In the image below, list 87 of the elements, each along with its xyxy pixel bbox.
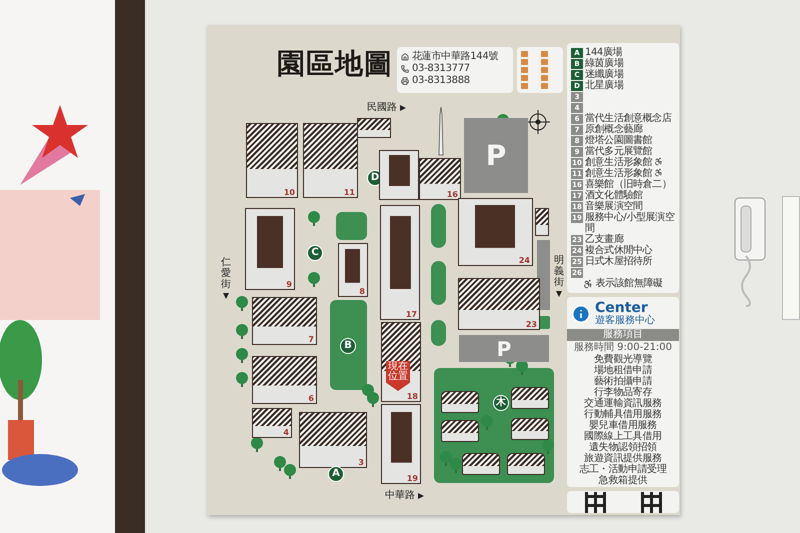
place-name: 喜樂館（旧時倉二）	[585, 179, 672, 190]
service-item: 國際線上工具借用	[583, 431, 663, 442]
pavilion	[462, 453, 500, 475]
building-number: 10	[282, 188, 296, 197]
service-item: 志工・活動申請受理	[578, 464, 668, 475]
area-marker: C	[307, 245, 323, 261]
building	[535, 208, 549, 236]
street-name: 中華路	[385, 490, 415, 501]
building	[458, 278, 540, 330]
service-item: 行動輔具借用服務	[583, 409, 663, 420]
place-name: 迷纖廣場	[585, 69, 624, 80]
building	[380, 205, 420, 320]
service-item: 遺失物認領招領	[589, 442, 658, 453]
building	[381, 404, 421, 484]
contact-card	[397, 47, 513, 93]
place-name: 酒文化體驗館	[585, 190, 643, 201]
pavilion	[441, 391, 479, 413]
service-item: 場地租借申請	[592, 365, 654, 376]
service-hours: 服務時間 9:00-21:00	[572, 342, 674, 354]
service-item: 嬰兒車借用服務	[588, 420, 658, 431]
building-number: 18	[406, 392, 419, 401]
building	[299, 412, 367, 468]
info-center-card	[567, 297, 679, 487]
center-title: Center	[595, 301, 648, 315]
building	[303, 123, 358, 198]
pavilion	[511, 418, 549, 440]
service-item: 交通運輸資訊服務	[583, 398, 663, 409]
contact-text: 03-8313777	[412, 63, 470, 75]
place-name: 複合式休閒中心	[585, 245, 652, 256]
building	[458, 198, 533, 266]
building-number: 19	[406, 474, 419, 483]
building-number: 3	[357, 458, 365, 467]
building	[379, 150, 419, 200]
legend-note: 表示該館無障礙	[595, 278, 663, 289]
contact-text: 03-8313888	[412, 75, 470, 87]
street-name: 仁愛街	[221, 257, 231, 290]
building	[245, 208, 295, 290]
section-header: 服務項目	[567, 329, 679, 341]
place-name: 北星廣場	[585, 80, 624, 91]
place-name: 服務中心/小型展演空間	[585, 212, 675, 234]
street-name: 民國路	[367, 102, 397, 113]
building-number: 24	[518, 256, 531, 265]
pavilion	[511, 387, 549, 409]
map-title: 園區地圖	[277, 46, 393, 82]
service-item: 急救箱提供	[598, 475, 648, 486]
pavilion	[507, 453, 545, 475]
building-number: 17	[404, 310, 418, 319]
place-name: 144廣場	[585, 47, 622, 58]
contact-text: 花蓮市中華路144號	[412, 51, 498, 63]
parking-lot: P	[464, 118, 528, 193]
service-item: 免費觀光導覽	[592, 354, 654, 365]
building-number: 8	[358, 287, 366, 296]
legend-card	[567, 43, 679, 293]
building	[252, 356, 317, 404]
center-subtitle: 遊客服務中心	[595, 315, 655, 326]
building	[338, 243, 368, 297]
building-number: 6	[307, 394, 315, 403]
pavilion	[441, 420, 479, 442]
building-number: 9	[285, 280, 293, 289]
place-name: 綠茵廣場	[585, 58, 624, 69]
building-number: 23	[524, 320, 538, 329]
building	[246, 123, 298, 198]
building	[252, 408, 292, 438]
location-pin: 現在位置	[386, 361, 410, 391]
place-name: 創意生活形象館	[585, 168, 652, 179]
building-number: 16	[446, 190, 459, 199]
building-number: 4	[282, 428, 290, 437]
place-name: 創意生活形象館	[585, 157, 652, 168]
service-item: 旅遊資訊提供服務	[584, 453, 663, 464]
building	[419, 158, 461, 200]
building	[357, 118, 391, 138]
service-item: 藝術拍攝申請	[592, 376, 654, 387]
parking-lot: P	[459, 335, 549, 362]
place-name: 燈塔公園圖書館	[585, 135, 652, 146]
building-number: 11	[342, 188, 356, 197]
place-name: 當代生活創意概念店	[585, 113, 672, 124]
building	[252, 297, 317, 345]
building	[381, 322, 421, 402]
service-item: 行李物品寄存	[594, 387, 654, 398]
area-marker: A	[328, 466, 344, 482]
place-name: 原創概念藝廊	[585, 124, 643, 135]
place-name: 乙支畫廊	[585, 234, 624, 245]
place-name: 當代多元展覽館	[585, 146, 652, 157]
building-number: 7	[307, 335, 315, 344]
place-name: 日式木屋招待所	[585, 256, 652, 267]
place-name: 音樂展演空間	[585, 201, 643, 212]
street-name: 明義街	[554, 255, 564, 288]
